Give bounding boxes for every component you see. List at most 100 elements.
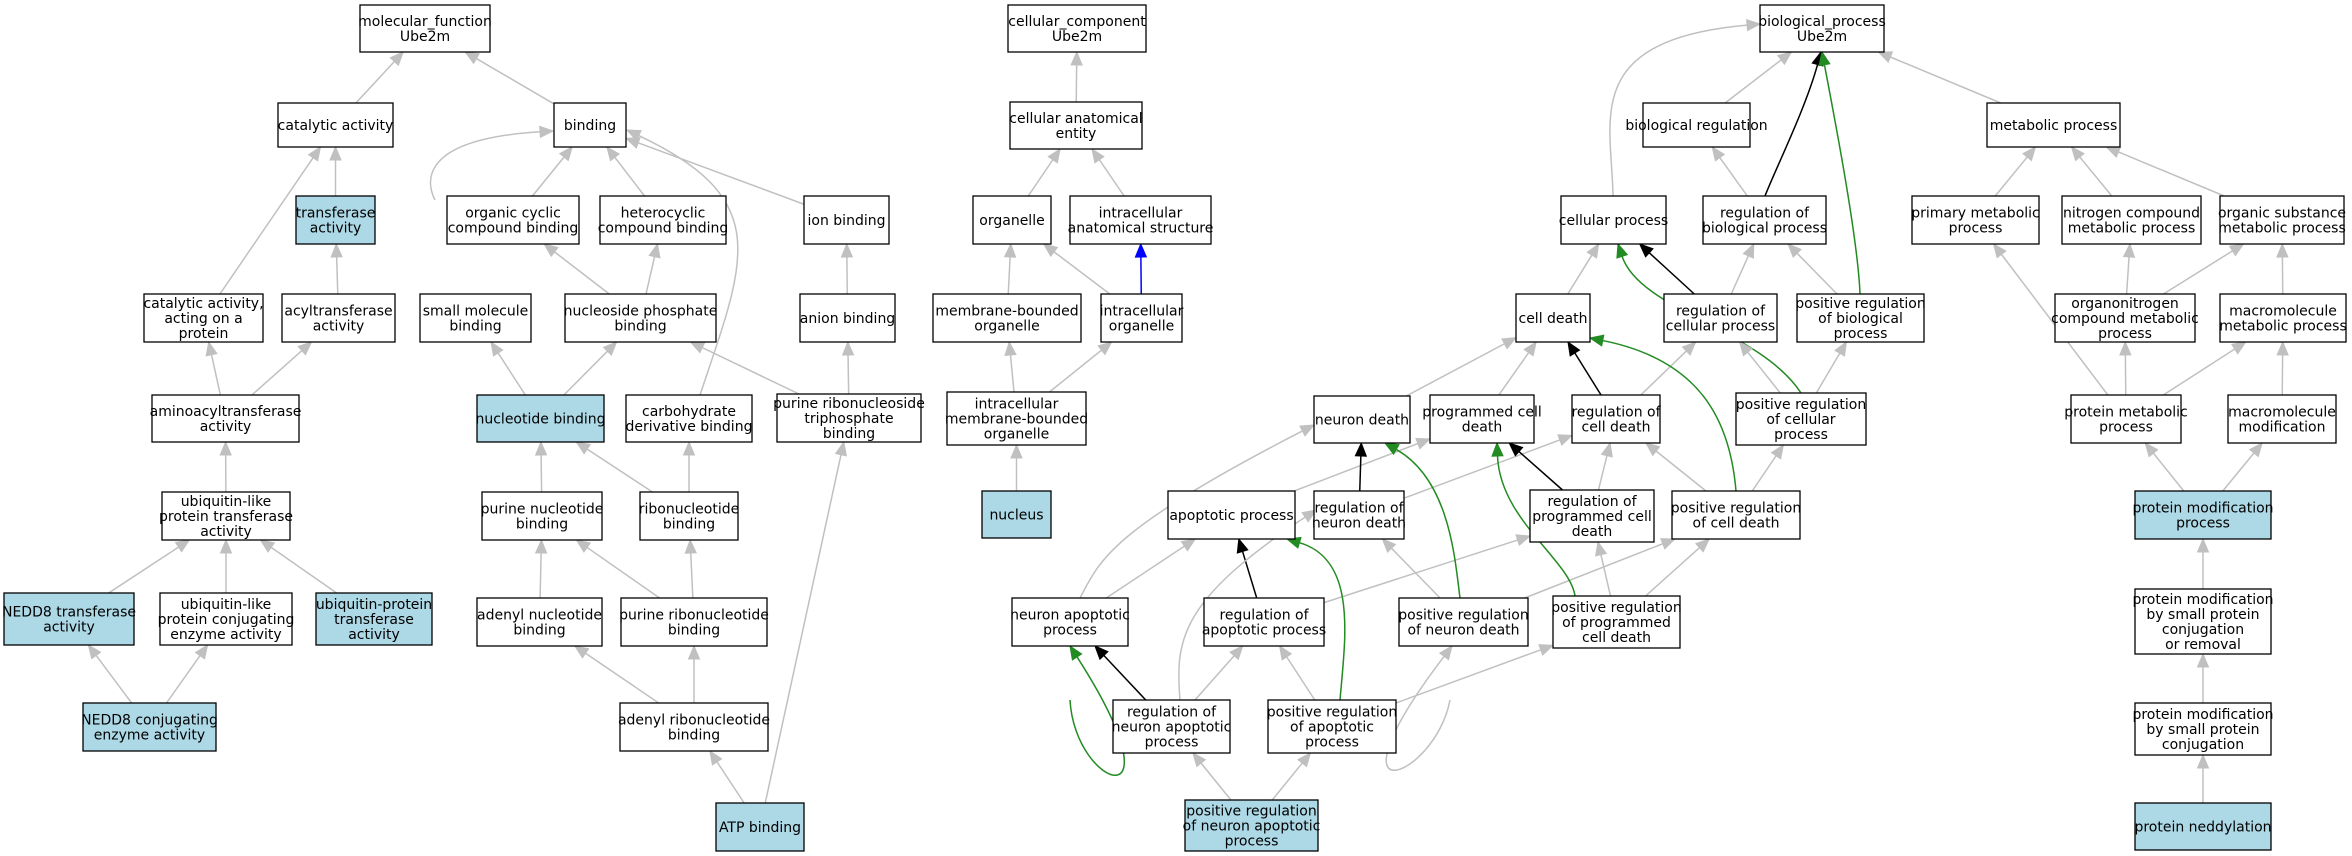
go-term-node-cellular-process[interactable]: cellular process	[1559, 195, 1668, 245]
edge-is-a	[1091, 147, 1125, 197]
edge-is-a	[1194, 645, 1244, 701]
go-term-node-biological-regulation[interactable]: biological regulation	[1625, 102, 1768, 148]
node-box	[2219, 293, 2347, 343]
node-box	[159, 592, 293, 646]
node-label: protein metabolic	[2064, 405, 2187, 421]
node-label: triphosphate	[804, 411, 893, 427]
edge-is-a	[2196, 652, 2210, 703]
edge-line	[476, 57, 555, 105]
go-term-node-ion-binding[interactable]: ion binding	[803, 195, 890, 245]
go-term-node-cell-death[interactable]: cell death	[1515, 293, 1591, 343]
go-term-node-catalytic-activity[interactable]: catalytic activity	[277, 102, 394, 148]
edge-line	[497, 352, 526, 396]
node-box	[599, 195, 727, 245]
edge-line	[585, 652, 660, 704]
edge-line	[429, 131, 541, 201]
go-term-node-metabolic-process[interactable]: metabolic process	[1986, 102, 2121, 148]
node-label: cellular process	[1559, 213, 1668, 229]
edge-is-a	[1048, 341, 1113, 393]
edge-arrowhead	[2276, 340, 2289, 356]
edge-arrowhead	[1616, 242, 1629, 259]
go-term-node-nucleus[interactable]: nucleus	[981, 490, 1052, 539]
node-label: metabolic process	[2219, 319, 2347, 335]
edge-arrowhead	[534, 538, 548, 554]
edge-arrowhead	[1301, 509, 1318, 523]
edge-line	[645, 256, 656, 295]
edge-line	[1294, 442, 1419, 492]
node-label: regulation of	[1314, 501, 1404, 517]
edge-line	[1747, 351, 1781, 394]
go-term-node-atp-binding[interactable]: ATP binding	[715, 802, 805, 852]
go-term-node-organelle[interactable]: organelle	[972, 195, 1052, 245]
go-term-node-protein-neddylation[interactable]: protein neddylation	[2134, 802, 2272, 851]
node-label: organelle	[984, 427, 1049, 443]
edge-line	[1609, 24, 1748, 197]
go-term-node-nucleotide-binding[interactable]: nucleotide binding	[475, 394, 606, 443]
go-term-node-binding[interactable]: binding	[553, 102, 627, 148]
edge-line	[1079, 430, 1303, 599]
go-term-node-anion-binding[interactable]: anion binding	[799, 293, 896, 343]
edge-is-a	[1640, 341, 1697, 396]
go-term-node-neuron-death[interactable]: neuron death	[1313, 395, 1411, 444]
go-term-node-apoptotic-process[interactable]: apoptotic process	[1167, 490, 1296, 540]
edge-is-a	[108, 539, 191, 594]
node-box	[1429, 394, 1535, 444]
edge-line	[531, 156, 565, 197]
